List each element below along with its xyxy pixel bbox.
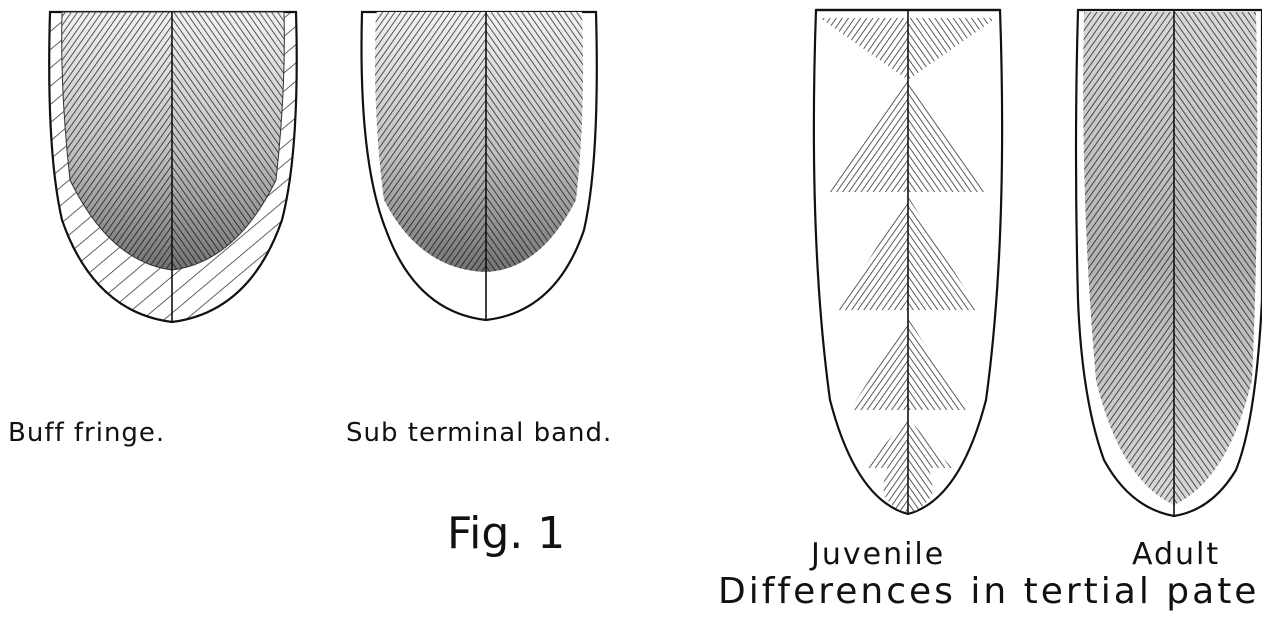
juvenile-feather <box>814 10 1002 520</box>
label-sub-terminal-band: Sub terminal band. <box>346 420 612 446</box>
sub-terminal-band-feather <box>362 12 597 320</box>
adult-feather <box>1076 10 1262 516</box>
label-juvenile: Juvenile <box>811 540 945 570</box>
figure-number: Fig. 1 <box>447 512 565 556</box>
caption: Differences in tertial paterns <box>718 574 1262 610</box>
buff-fringe-feather <box>49 12 297 322</box>
label-adult: Adult <box>1132 540 1220 570</box>
label-buff-fringe: Buff fringe. <box>8 420 165 446</box>
